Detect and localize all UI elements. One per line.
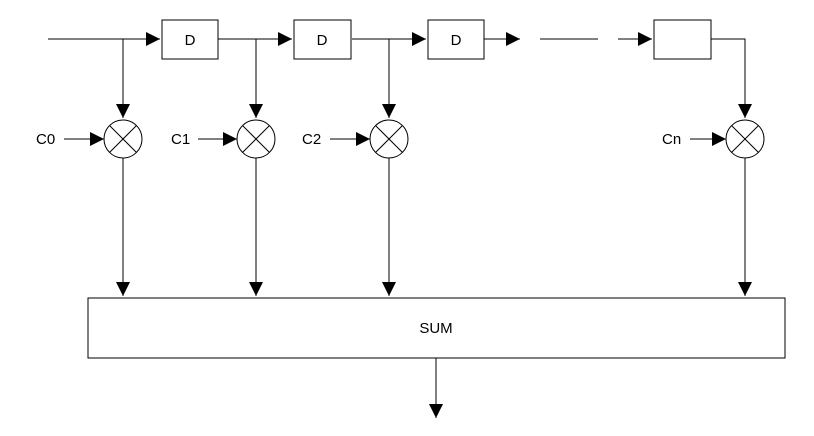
delay-block-label: D [185, 32, 196, 49]
delay-block-1: D [161, 19, 219, 60]
multiplier-icon [103, 119, 143, 159]
multiplier-icon [236, 119, 276, 159]
delay-block-label: D [451, 32, 462, 49]
last-tap-line [711, 38, 752, 118]
delay-line [48, 32, 752, 118]
multiplier-icon [369, 119, 409, 159]
delay-block-label: D [317, 32, 328, 49]
delay-block-n [653, 19, 712, 60]
delay-block-3: D [427, 19, 485, 60]
coefficient-label-c2: C2 [302, 131, 321, 148]
sum-label: SUM [419, 320, 452, 337]
coefficient-label-c0: C0 [36, 131, 55, 148]
multiplier-icon [725, 119, 765, 159]
coefficient-label-cn: Cn [662, 131, 681, 148]
delay-block-2: D [293, 19, 352, 60]
sum-block: SUM [87, 297, 786, 359]
coefficient-label-c1: C1 [171, 131, 190, 148]
